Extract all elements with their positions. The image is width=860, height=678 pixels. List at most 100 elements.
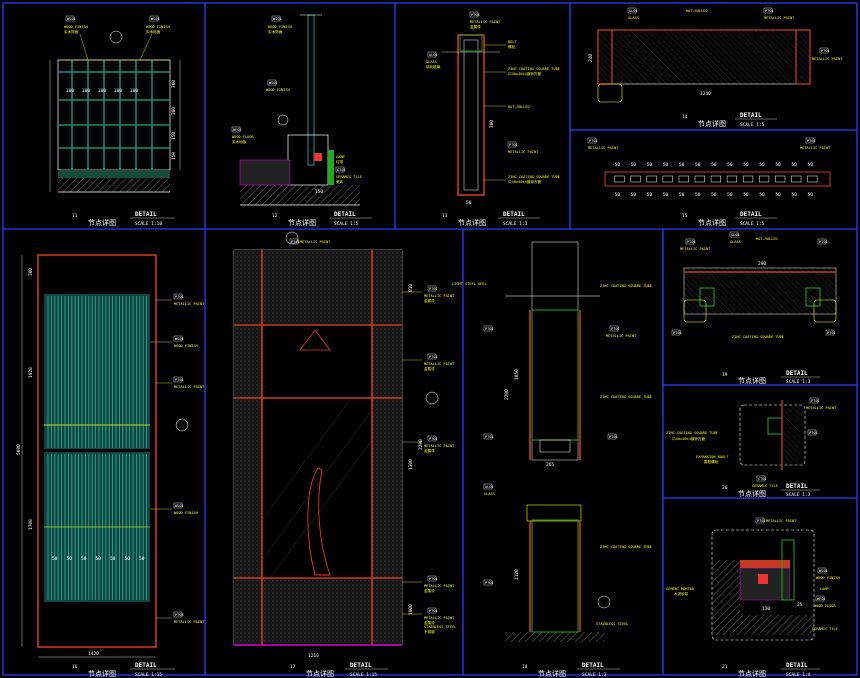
p16-metallic-paint-c: METALLIC PAINT: [174, 620, 205, 624]
p18-dim-side-2: 1120: [514, 569, 520, 580]
title-19-scale: SCALE 1:3: [786, 379, 811, 385]
title-18-cn: 节点详图: [538, 669, 566, 678]
p16-bottom-dim: 50: [67, 556, 73, 562]
title-11-scale: SCALE 1:10: [135, 221, 162, 227]
title-15-cn: 节点详图: [698, 218, 726, 227]
p15-dim-bottom: 50: [759, 192, 765, 198]
svg-text:17: 17: [290, 664, 296, 670]
p13-glass-cn: 钢化玻璃: [426, 64, 441, 69]
p14-pt01-b: PT01: [821, 49, 830, 53]
p18-pt01-a: PT01: [485, 327, 494, 331]
title-16: 16 节点详图 DETAIL SCALE 1:15: [72, 662, 175, 678]
p14-gl01: GL01: [629, 9, 638, 13]
p13-gl01: GL01: [429, 53, 438, 57]
p12-ws01-b: WS01: [269, 81, 278, 85]
p12-wood-floor-cn: 实木地板: [232, 139, 247, 144]
p18-pt01-c: PT01: [485, 435, 494, 439]
p21-dim-side: 25: [797, 602, 803, 608]
p11-ws01-b: WS01: [151, 17, 160, 21]
p20-ceramic: CERAMIC TILE: [752, 484, 778, 488]
p19-metallic: METALLIC PAINT: [680, 247, 711, 251]
p16-bottom-dim: 50: [81, 556, 87, 562]
p16-bottom-dim: 50: [52, 556, 58, 562]
p14-metallic-paint-b: METALLIC PAINT: [812, 57, 843, 61]
p13-metallic-paint-cn: 金属漆: [470, 24, 481, 29]
p12-lamp-cn: 灯带: [336, 159, 344, 164]
svg-text:21: 21: [722, 664, 728, 670]
p13-pt01-b: PT01: [509, 143, 518, 147]
title-18: 18 节点详图 DETAIL SCALE 1:3: [522, 662, 620, 678]
p20-expansion: EXPANSION BOOLT: [696, 455, 729, 459]
p19-pt01: PT01: [687, 240, 696, 244]
svg-text:14: 14: [682, 114, 688, 120]
p15-metallic-paint-b: METALLIC PAINT: [800, 146, 831, 150]
title-18-en: DETAIL: [582, 662, 604, 669]
title-17-cn: 节点详图: [306, 669, 334, 678]
title-13-cn: 节点详图: [458, 218, 486, 227]
p12-wood-finish-cn: 实木饰面: [268, 29, 283, 34]
p12-ceramic-tile: CERAMIC TILE: [336, 175, 362, 179]
p15-dim-top: 50: [808, 162, 814, 168]
title-12-cn: 节点详图: [288, 218, 316, 227]
p12-ceramic-tile-cn: 瓷砖: [336, 179, 344, 184]
p15-dim-bottom: 50: [679, 192, 685, 198]
p11-dim-100c: 100: [98, 88, 106, 94]
svg-text:20: 20: [722, 485, 728, 491]
detail-17: 1210 810 1300 2200 1000 PT01 METALLIC PA…: [233, 231, 456, 659]
p16-dim-top: 300: [28, 268, 34, 276]
svg-text:15: 15: [682, 213, 688, 219]
p13-bolt-cn: 螺栓: [508, 44, 516, 49]
p15-dim-bottom: 50: [663, 192, 669, 198]
p15-dim-top: 50: [615, 162, 621, 168]
p17-metallic-paint: METALLIC PAINT: [424, 584, 455, 588]
p15-dim-top: 50: [743, 162, 749, 168]
p16-wood-finish-b: WOOD FINISH: [174, 511, 198, 515]
p15-dim-top: 50: [679, 162, 685, 168]
p21-wood-finish: WOOD FINISH: [816, 576, 840, 580]
p13-zinc-tube-b: ZINC COATING SQUARE TUBE: [508, 175, 560, 179]
svg-text:13: 13: [442, 213, 448, 219]
detail-19: 290 PT01 METALLIC PAINT GL01 GLASS HOT-R…: [671, 231, 837, 339]
title-11-en: DETAIL: [135, 211, 157, 218]
svg-text:19: 19: [722, 372, 728, 378]
p21-cement: CEMENT MORTAR: [666, 587, 695, 591]
p16-bottom-dim: 50: [139, 556, 145, 562]
title-15: 15 节点详图 DETAIL SCALE 1:5: [682, 211, 777, 227]
title-20-cn: 节点详图: [738, 489, 766, 498]
title-21-cn: 节点详图: [738, 669, 766, 678]
p15-dim-bottom: 50: [743, 192, 749, 198]
p20-zinc-sub: 口40x40x4镀锌方管: [672, 436, 706, 441]
p13-zinc-tube-a: ZINC COATING SQUARE TUBE: [508, 67, 560, 71]
p15-dim-bottom: 50: [711, 192, 717, 198]
p20-ct01: CT01: [758, 477, 767, 481]
p16-metallic-paint-b: METALLIC PAINT: [174, 385, 205, 389]
p19-pt01-d: PT01: [827, 331, 836, 335]
title-19-cn: 节点详图: [738, 376, 766, 385]
p14-pt01: PT01: [765, 9, 774, 13]
p11-wood-finish-cn-a: 实木饰面: [64, 29, 79, 34]
p13-dim-300: 300: [489, 120, 495, 128]
p14-dim-side: 240: [588, 54, 594, 62]
detail-18: 265 1050 2200 1120 LIGHT STEEL KEEL ZINC…: [452, 241, 652, 642]
p20-zinc: ZINC COATING SQUARE TUBE: [666, 431, 718, 435]
p14-hot-rolled: HOT-ROLLED: [686, 9, 708, 13]
p17-dim-side-1: 1300: [408, 459, 414, 470]
p11-dim-100b: 100: [82, 88, 90, 94]
p18-light-steel: LIGHT STEEL KEEL: [452, 282, 487, 286]
p21-wf01: WF01: [817, 597, 826, 601]
title-11: 11 节点详图 DETAIL SCALE 1:10: [72, 211, 175, 227]
p19-glass: GLASS: [730, 240, 741, 244]
p21-cement-cn: 水泥砂浆: [674, 591, 689, 596]
p16-wood-finish-a: WOOD FINISH: [174, 344, 198, 348]
p19-zinc: ZINC COATING SQUARE TUBE: [732, 335, 784, 339]
title-14-scale: SCALE 1:5: [740, 122, 765, 128]
p21-metallic: METALLIC PAINT: [766, 519, 797, 523]
detail-15: 5050505050505050505050505050505050505050…: [587, 137, 831, 198]
title-19: 19 节点详图 DETAIL SCALE 1:3: [722, 370, 820, 385]
p15-dim-top: 50: [775, 162, 781, 168]
p15-dim-bottom: 50: [775, 192, 781, 198]
p13-metallic-paint: METALLIC PAINT: [470, 20, 501, 24]
p17-metallic-paint-cn: 金属漆: [424, 588, 435, 593]
detail-13: 300 50 PT01 METALLIC PAINT 金属漆 BOLT 螺栓 G…: [426, 11, 560, 206]
